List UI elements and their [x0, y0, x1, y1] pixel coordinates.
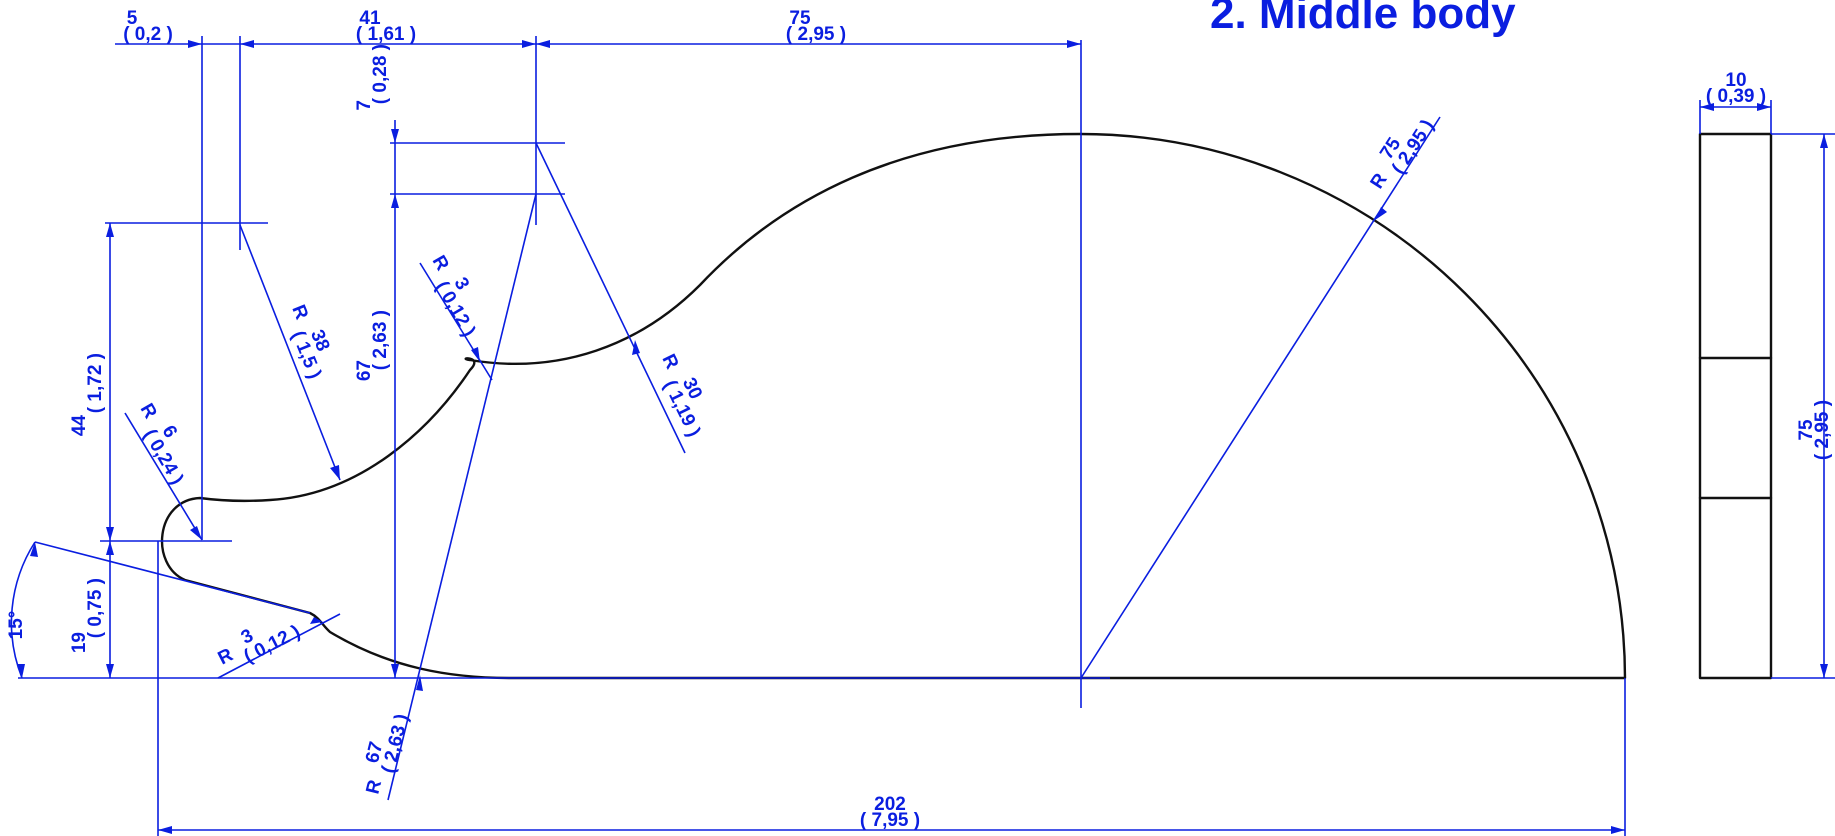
r67-symbol: R — [362, 778, 386, 797]
dim-r3-top-in: ( 0,12 ) — [431, 278, 479, 341]
dim-44-in: ( 1,72 ) — [85, 353, 106, 413]
dim-10-in: ( 0,39 ) — [1706, 86, 1766, 107]
dim-75-top-in: ( 2,95 ) — [786, 24, 846, 45]
drawing-title: 2. Middle body — [1210, 0, 1516, 38]
dim-r3-bot-in: ( 0,12 ) — [241, 621, 304, 667]
dim-41: 41 — [359, 8, 381, 29]
dim-r67-in: ( 2,63 ) — [378, 712, 413, 775]
dim-19: 19 — [69, 632, 90, 653]
dim-19-in: ( 0,75 ) — [85, 578, 106, 638]
r3-top-symbol: R — [428, 252, 453, 275]
arrowheads — [17, 40, 1828, 834]
r6-symbol: R — [136, 400, 161, 423]
dim-75-side-in: ( 2,95 ) — [1812, 400, 1833, 460]
dim-7: 7 — [354, 100, 375, 111]
dim-75-side: 75 — [1796, 419, 1817, 441]
r30-symbol: R — [658, 351, 683, 373]
dim-202-in: ( 7,95 ) — [860, 810, 920, 831]
dim-10: 10 — [1725, 70, 1746, 91]
r3-bot-symbol: R — [215, 644, 237, 669]
r75-symbol: R — [1367, 170, 1392, 193]
dim-41-in: ( 1,61 ) — [356, 24, 416, 45]
dim-75-top: 75 — [789, 8, 811, 29]
dim-r6-in: ( 0,24 ) — [139, 426, 187, 489]
dim-67-in: ( 2,63 ) — [370, 310, 391, 370]
side-view — [1698, 132, 1773, 680]
dimension-lines — [10, 36, 1835, 836]
r38-symbol: R — [287, 302, 312, 323]
dim-5: 5 — [127, 8, 138, 29]
dim-44: 44 — [69, 415, 90, 437]
dim-angle: 15° — [6, 611, 27, 640]
dim-5-in: ( 0,2 ) — [123, 24, 173, 45]
dim-r67: 67 — [362, 740, 387, 766]
dim-67: 67 — [354, 360, 375, 381]
dim-7-in: ( 0,28 ) — [370, 44, 391, 104]
middle-body-outline — [160, 132, 1627, 680]
dim-202: 202 — [874, 794, 906, 815]
